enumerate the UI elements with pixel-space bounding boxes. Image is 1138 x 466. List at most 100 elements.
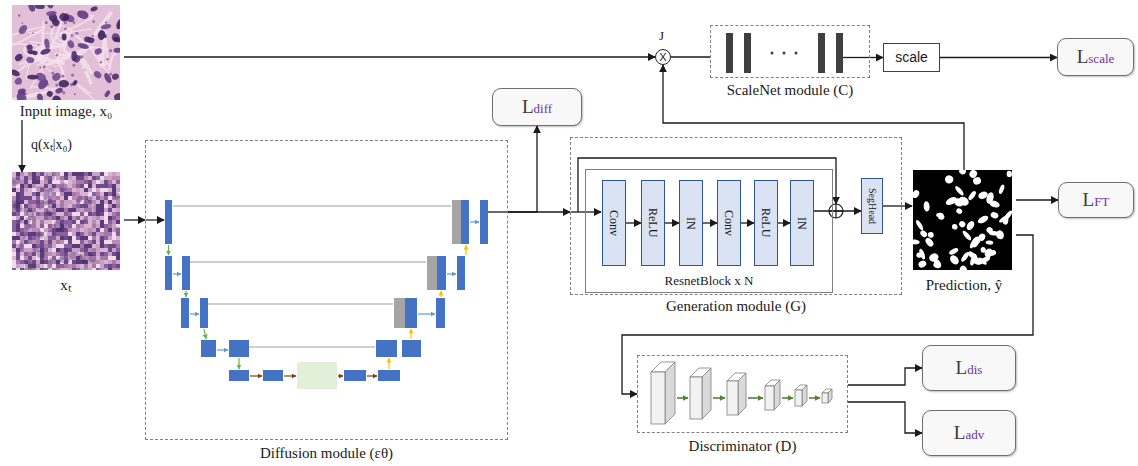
noise-pixel — [60, 268, 64, 270]
noise-pixel — [100, 220, 104, 224]
noise-pixel — [68, 232, 72, 236]
noise-pixel — [56, 172, 60, 176]
noise-pixel — [32, 196, 36, 200]
noise-pixel — [24, 252, 28, 256]
cell-nucleus — [90, 5, 99, 12]
cell-nucleus — [928, 252, 940, 263]
noise-pixel — [32, 172, 36, 176]
cell-nucleus — [103, 90, 111, 99]
noise-pixel — [12, 212, 16, 216]
noise-pixel — [64, 196, 68, 200]
cell-nucleus — [58, 80, 69, 88]
edge-label: q(xₜ|x₀) — [29, 137, 74, 153]
cell-nucleus — [111, 32, 120, 43]
noise-pixel — [28, 200, 32, 204]
tissue-dot — [109, 73, 112, 76]
tissue-dot — [38, 44, 40, 46]
noise-pixel — [104, 220, 108, 224]
noise-pixel — [28, 232, 32, 236]
cell-nucleus — [98, 32, 108, 38]
noise-pixel — [68, 192, 72, 196]
noise-pixel — [108, 268, 112, 270]
noise-pixel — [12, 232, 16, 236]
noise-pixel — [68, 228, 72, 232]
tissue-dot — [45, 21, 48, 24]
noise-pixel — [104, 256, 108, 260]
noise-pixel — [88, 228, 92, 232]
noise-pixel — [20, 268, 24, 270]
noise-pixel — [84, 240, 88, 244]
noise-pixel — [88, 192, 92, 196]
noise-pixel — [92, 196, 96, 200]
tissue-dot — [43, 66, 46, 69]
noise-pixel — [80, 236, 84, 240]
noise-pixel — [112, 224, 116, 228]
noise-pixel — [76, 228, 80, 232]
noise-pixel — [88, 208, 92, 212]
noise-pixel — [96, 244, 100, 248]
connector — [124, 219, 145, 220]
noise-pixel — [40, 260, 44, 264]
cuboid-side — [774, 380, 780, 410]
network-layer — [818, 33, 825, 73]
noise-pixel — [32, 204, 36, 208]
noise-pixel — [88, 212, 92, 216]
noise-pixel — [104, 248, 108, 252]
noise-pixel — [104, 252, 108, 256]
noise-pixel — [112, 244, 116, 248]
noise-pixel — [36, 176, 40, 180]
cell-nucleus — [35, 248, 47, 260]
noise-pixel — [88, 184, 92, 188]
noise-pixel — [40, 264, 44, 268]
noise-pixel — [108, 192, 112, 196]
noise-pixel — [16, 260, 20, 264]
cell-nucleus — [14, 53, 24, 63]
noise-pixel — [80, 248, 84, 252]
noise-pixel — [112, 252, 116, 256]
noise-pixel — [100, 196, 104, 200]
flow-arrow — [250, 375, 262, 376]
noise-pixel — [112, 184, 116, 188]
noise-pixel — [104, 212, 108, 216]
noise-pixel — [28, 172, 32, 176]
cell-nucleus — [919, 229, 928, 238]
feature-block — [437, 256, 446, 290]
noise-pixel — [12, 264, 16, 268]
noise-pixel — [64, 176, 68, 180]
flow-arrow — [571, 211, 601, 212]
noise-pixel — [16, 192, 20, 196]
noise-pixel — [76, 224, 80, 228]
noise-pixel — [24, 196, 28, 200]
cell-nucleus — [995, 229, 1006, 240]
noise-pixel — [16, 224, 20, 228]
noise-pixel — [24, 180, 28, 184]
tissue-fiber — [46, 46, 93, 65]
mask-ground — [913, 170, 1012, 270]
tissue-fiber — [78, 85, 114, 100]
noise-pixel — [80, 204, 84, 208]
noise-pixel — [104, 176, 108, 180]
cell-nucleus — [79, 254, 87, 265]
noise-pixel — [52, 244, 56, 248]
layer-label: Conv — [723, 210, 735, 236]
noise-pixel — [96, 188, 100, 192]
noise-pixel — [36, 224, 40, 228]
skip-connection — [173, 205, 451, 206]
cell-nucleus — [12, 176, 22, 187]
noise-pixel — [24, 256, 28, 260]
noise-pixel — [20, 212, 24, 216]
noise-pixel — [84, 264, 88, 268]
tissue-fiber — [109, 51, 120, 70]
flow-arrow — [440, 291, 441, 297]
noise-pixel — [88, 176, 92, 180]
noise-pixel — [72, 200, 76, 204]
mask-image — [913, 170, 1012, 270]
noise-pixel — [76, 204, 80, 208]
noise-pixel — [104, 200, 108, 204]
feature-block — [457, 256, 465, 290]
noise-pixel — [20, 196, 24, 200]
feature-block — [436, 298, 445, 328]
cell-nucleus — [58, 11, 69, 22]
cell-nucleus — [955, 207, 963, 215]
